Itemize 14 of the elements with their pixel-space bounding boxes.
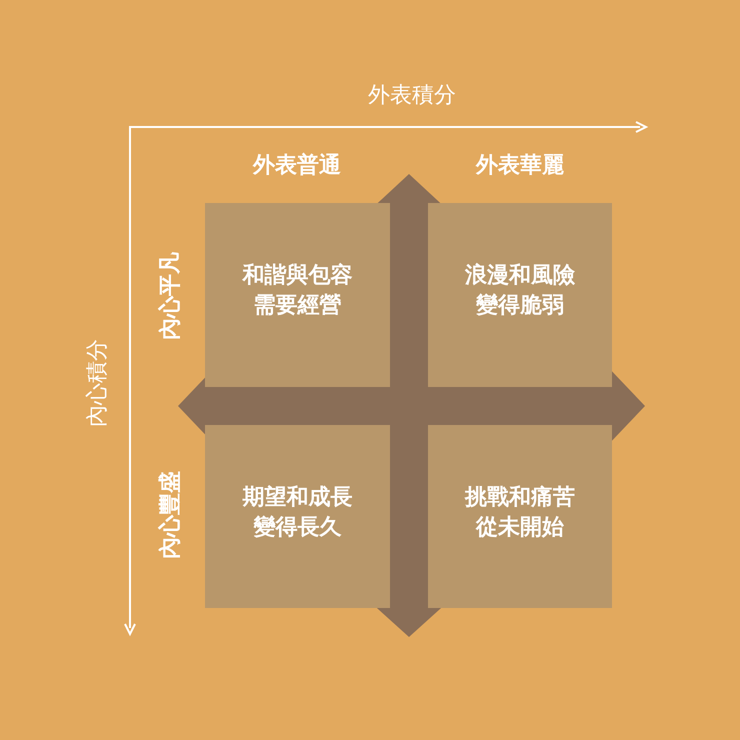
quadrant-box <box>428 425 612 608</box>
quadrant-box <box>428 203 612 387</box>
quadrant-text: 和諧與包容需要經營 <box>241 262 354 320</box>
column-header: 外表華麗 <box>476 152 564 180</box>
column-header: 外表普通 <box>253 152 341 180</box>
axis-label: 外表積分 <box>368 82 456 110</box>
quadrant-box <box>205 203 390 387</box>
quadrant-text: 挑戰和痛苦從未開始 <box>464 484 576 542</box>
quadrant-text: 期望和成長變得長久 <box>242 484 354 542</box>
quadrant-box <box>205 425 390 608</box>
row-header: 內心平凡 <box>156 252 184 340</box>
quadrant-text: 浪漫和風險變得脆弱 <box>464 262 576 320</box>
axis-label: 內心積分 <box>84 339 111 427</box>
row-header: 內心豐盛 <box>156 471 184 559</box>
